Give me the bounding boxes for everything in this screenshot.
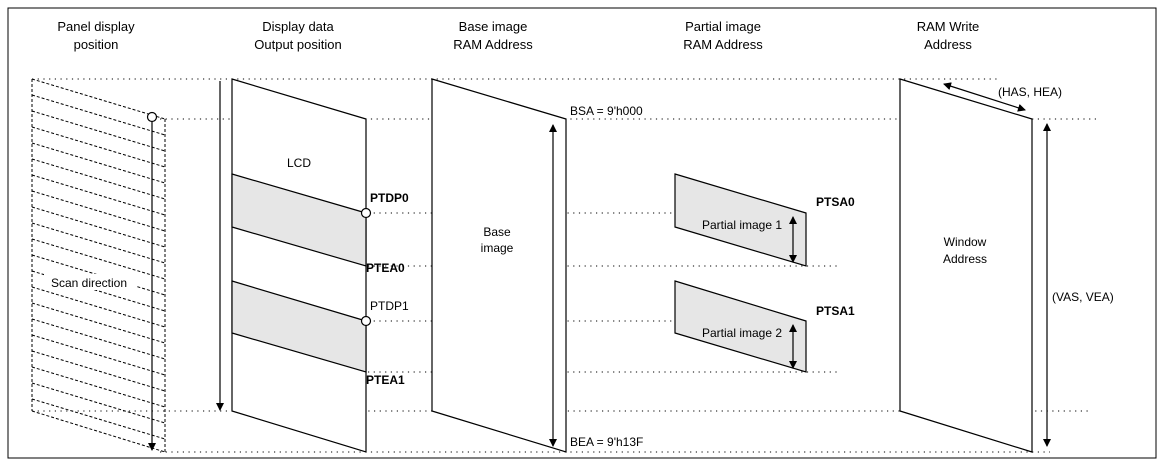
svg-text:position: position xyxy=(74,37,119,52)
ptdp1-label: PTDP1 xyxy=(370,299,409,313)
ptea0-label: PTEA0 xyxy=(366,261,405,275)
ptdp1-marker xyxy=(360,315,372,327)
scan-direction-label-bg xyxy=(44,274,136,290)
bea-label: BEA = 9'h13F xyxy=(570,435,643,449)
svg-text:Panel display: Panel display xyxy=(57,19,135,34)
svg-text:Display data: Display data xyxy=(262,19,334,34)
header-base-image-ram-address: Base image RAM Address xyxy=(453,19,533,52)
base-image-label-line2: image xyxy=(481,241,514,255)
ptsa1-label: PTSA1 xyxy=(816,304,855,318)
header-ram-write-address: RAM Write Address xyxy=(917,19,980,52)
svg-text:RAM Address: RAM Address xyxy=(453,37,533,52)
panel-display-scanlines xyxy=(31,78,166,453)
ptdp0-label: PTDP0 xyxy=(370,191,409,205)
diagram-border xyxy=(7,7,1157,459)
base-image-block xyxy=(431,78,567,453)
vas-vea-label: (VAS, VEA) xyxy=(1052,290,1114,304)
window-address-label-line2: Address xyxy=(943,252,987,266)
has-hea-arrow xyxy=(943,82,1026,112)
svg-text:RAM Address: RAM Address xyxy=(683,37,763,52)
partial-band-1 xyxy=(231,280,367,373)
svg-text:RAM Write: RAM Write xyxy=(917,19,980,34)
svg-text:Partial image: Partial image xyxy=(685,19,761,34)
header-panel-display-position: Panel display position xyxy=(57,19,135,52)
header-partial-image-ram-address: Partial image RAM Address xyxy=(683,19,763,52)
scan-direction-label: Scan direction xyxy=(51,276,127,290)
lcd-label: LCD xyxy=(287,156,311,170)
ptsa0-label: PTSA0 xyxy=(816,195,855,209)
has-hea-label: (HAS, HEA) xyxy=(998,85,1062,99)
svg-text:Base image: Base image xyxy=(459,19,528,34)
partial-image-1-label: Partial image 1 xyxy=(702,218,782,232)
partial-band-0 xyxy=(231,173,367,267)
partial-image-2-block xyxy=(674,280,807,373)
svg-text:Address: Address xyxy=(924,37,972,52)
header-output-position: Display data Output position xyxy=(254,19,341,52)
ptea1-label: PTEA1 xyxy=(366,373,405,387)
lcd-panel xyxy=(231,78,367,453)
window-address-label-line1: Window xyxy=(944,235,987,249)
partial-image-2-label: Partial image 2 xyxy=(702,326,782,340)
base-image-label-line1: Base xyxy=(483,225,511,239)
svg-text:Output position: Output position xyxy=(254,37,341,52)
bsa-label: BSA = 9'h000 xyxy=(570,104,643,118)
scan-direction-arrow xyxy=(146,111,158,451)
ptdp0-marker xyxy=(360,207,372,219)
partial-image-1-block xyxy=(674,173,807,267)
